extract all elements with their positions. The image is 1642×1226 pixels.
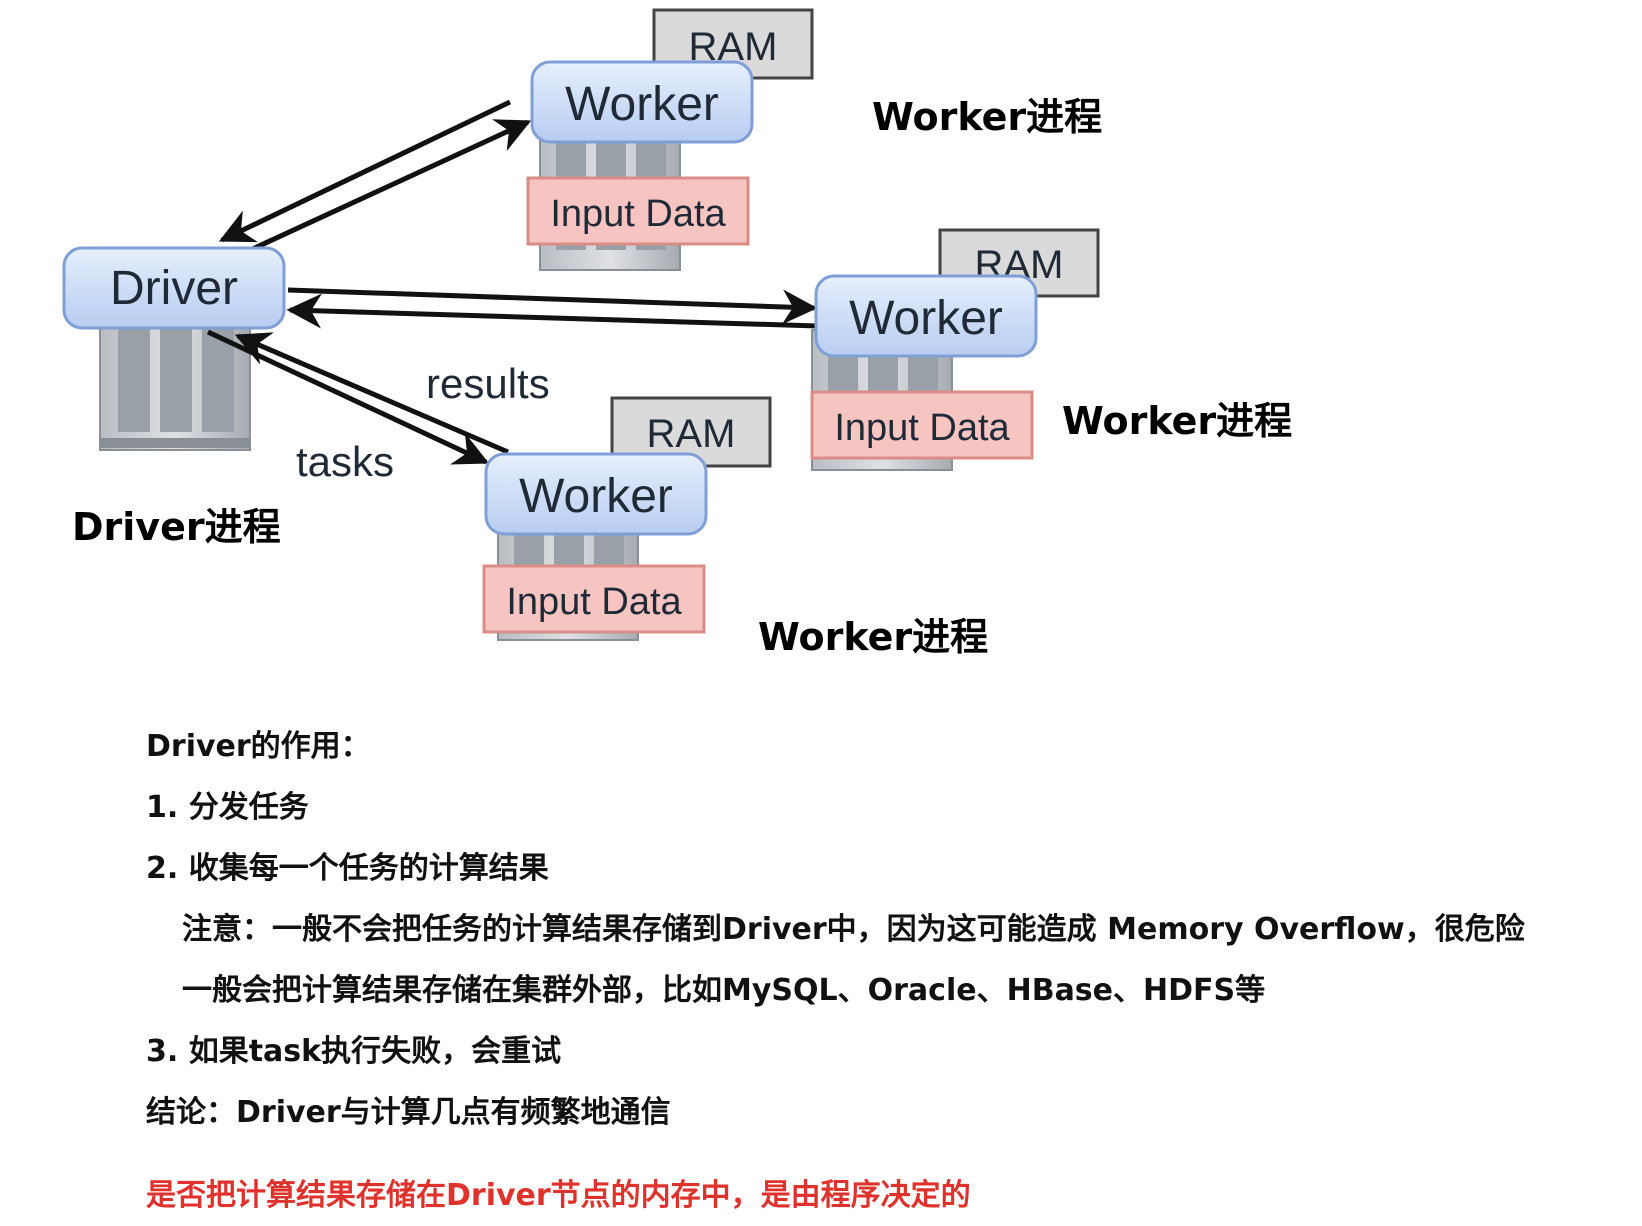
svg-text:Driver: Driver bbox=[110, 262, 238, 315]
notes-caution-2: 一般会把计算结果存储在集群外部，比如MySQL、Oracle、HBase、HDF… bbox=[182, 973, 1266, 1008]
worker-3-input-data: Input Data bbox=[482, 564, 706, 634]
driver-notes: Driver的作用： 1. 分发任务 2. 收集每一个任务的计算结果 注意：一般… bbox=[146, 716, 1525, 1226]
worker-3-process-label: Worker进程 bbox=[758, 615, 989, 659]
svg-text:RAM: RAM bbox=[647, 412, 736, 456]
notes-item-2: 2. 收集每一个任务的计算结果 bbox=[146, 851, 549, 886]
notes-conclusion: 结论：Driver与计算几点有频繁地通信 bbox=[146, 1095, 671, 1130]
svg-text:Worker: Worker bbox=[849, 292, 1003, 345]
notes-highlight: 是否把计算结果存储在Driver节点的内存中，是由程序决定的 bbox=[146, 1178, 971, 1213]
driver-process-label: Driver进程 bbox=[72, 505, 281, 549]
driver-node: Driver bbox=[62, 246, 286, 330]
notes-item-1: 1. 分发任务 bbox=[146, 790, 309, 825]
worker-2-input-data: Input Data bbox=[810, 390, 1034, 460]
arrows bbox=[206, 99, 819, 465]
arrow-driver-to-worker1 bbox=[244, 119, 532, 255]
svg-text:Input Data: Input Data bbox=[550, 193, 726, 235]
worker-2-node: Worker bbox=[814, 274, 1038, 358]
notes-item-3: 3. 如果task执行失败，会重试 bbox=[146, 1034, 562, 1069]
svg-text:Input Data: Input Data bbox=[834, 407, 1010, 449]
svg-text:Worker: Worker bbox=[565, 78, 719, 131]
svg-text:Worker: Worker bbox=[519, 470, 673, 523]
worker-1-node: Worker bbox=[530, 60, 754, 144]
worker-3-node: Worker bbox=[484, 452, 708, 536]
driver-server-icon bbox=[99, 309, 251, 451]
arrow-worker3-to-driver bbox=[234, 332, 509, 455]
svg-text:Input Data: Input Data bbox=[506, 581, 682, 623]
results-label: results bbox=[426, 360, 550, 407]
spark-architecture-diagram: RAM RAM RAM Driver Worker Worker Worker … bbox=[62, 8, 1100, 641]
notes-heading: Driver的作用： bbox=[146, 729, 371, 764]
worker-2-process-label: Worker进程 bbox=[1062, 399, 1293, 443]
worker-1-process-label: Worker进程 bbox=[872, 95, 1103, 139]
worker-1-input-data: Input Data bbox=[526, 176, 750, 246]
notes-caution-1: 注意：一般不会把任务的计算结果存储到Driver中，因为这可能造成 Memory… bbox=[182, 912, 1525, 947]
arrow-worker2-to-driver bbox=[286, 293, 819, 329]
tasks-label: tasks bbox=[296, 438, 394, 485]
arrow-driver-to-worker2 bbox=[287, 287, 818, 325]
arrow-worker1-to-driver bbox=[218, 99, 512, 243]
arrow-driver-to-worker3 bbox=[206, 329, 490, 465]
